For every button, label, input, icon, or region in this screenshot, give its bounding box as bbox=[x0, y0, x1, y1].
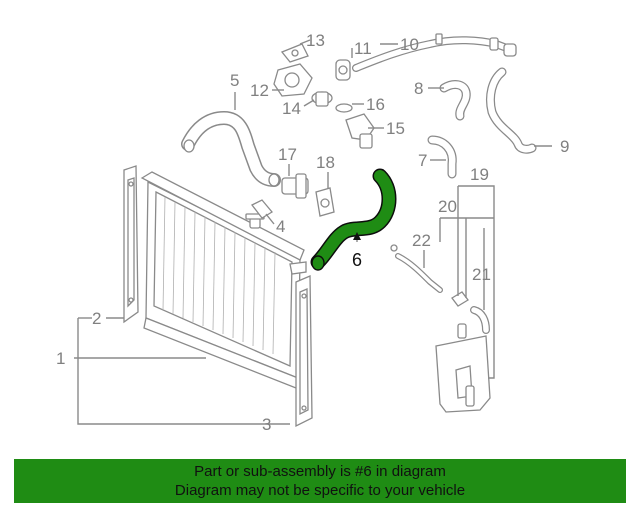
callout-2: 2 bbox=[92, 309, 101, 328]
right-side-bracket-part[interactable] bbox=[295, 275, 313, 428]
banner-line-part-info: Part or sub-assembly is #6 in diagram bbox=[194, 463, 446, 480]
callout-7: 7 bbox=[418, 151, 427, 170]
gasket-part-13[interactable] bbox=[280, 43, 309, 63]
callout-21: 21 bbox=[472, 265, 491, 284]
hose-part-8[interactable] bbox=[439, 80, 471, 121]
upper-hose-part-5[interactable] bbox=[181, 110, 281, 187]
hose-part-9[interactable] bbox=[485, 67, 537, 154]
callout-14: 14 bbox=[282, 99, 301, 118]
leader-lines bbox=[74, 39, 552, 425]
callout-8: 8 bbox=[414, 79, 423, 98]
gasket-part-18[interactable] bbox=[315, 187, 335, 217]
radiator-part[interactable] bbox=[140, 171, 307, 389]
callout-16: 16 bbox=[366, 95, 385, 114]
clip-part-4[interactable] bbox=[251, 199, 273, 219]
housing-part-15[interactable] bbox=[345, 113, 375, 149]
callout-18: 18 bbox=[316, 153, 335, 172]
info-banner: Part or sub-assembly is #6 in diagram Di… bbox=[14, 459, 626, 503]
callout-3: 3 bbox=[262, 415, 271, 434]
water-outlet-part-12[interactable] bbox=[273, 63, 313, 97]
left-side-bracket-part[interactable] bbox=[123, 165, 139, 324]
reservoir-tank-part-19[interactable] bbox=[435, 323, 491, 413]
callout-11: 11 bbox=[354, 39, 372, 58]
callout-5: 5 bbox=[230, 71, 239, 90]
pipe-part-10[interactable] bbox=[352, 33, 517, 72]
callout-17: 17 bbox=[278, 145, 297, 164]
hose-part-6-highlighted[interactable] bbox=[310, 168, 397, 271]
callout-15: 15 bbox=[386, 119, 405, 138]
hose-part-22[interactable] bbox=[390, 244, 443, 293]
callout-9: 9 bbox=[560, 137, 569, 156]
gasket-part-11[interactable] bbox=[335, 59, 351, 81]
callout-1: 1 bbox=[56, 349, 65, 368]
thermostat-part-14[interactable] bbox=[311, 91, 333, 107]
parts-diagram: 1 2 3 4 5 6 7 8 9 10 11 12 13 14 15 16 1… bbox=[56, 31, 569, 434]
callout-22: 22 bbox=[412, 231, 431, 250]
callout-20: 20 bbox=[438, 197, 457, 216]
hose-part-7[interactable] bbox=[427, 135, 457, 179]
fitting-part-17[interactable] bbox=[281, 173, 309, 199]
callout-10: 10 bbox=[400, 35, 419, 54]
callout-4: 4 bbox=[276, 217, 285, 236]
banner-line-disclaimer: Diagram may not be specific to your vehi… bbox=[174, 482, 466, 499]
callout-numbers: 1 2 3 4 5 6 7 8 9 10 11 12 13 14 15 16 1… bbox=[56, 31, 569, 434]
callout-6: 6 bbox=[352, 250, 362, 270]
callout-19: 19 bbox=[470, 165, 489, 184]
callout-13: 13 bbox=[306, 31, 325, 50]
hose-part-21[interactable] bbox=[470, 306, 490, 334]
callout-12: 12 bbox=[250, 81, 269, 100]
o-ring-part-16[interactable] bbox=[335, 103, 353, 113]
